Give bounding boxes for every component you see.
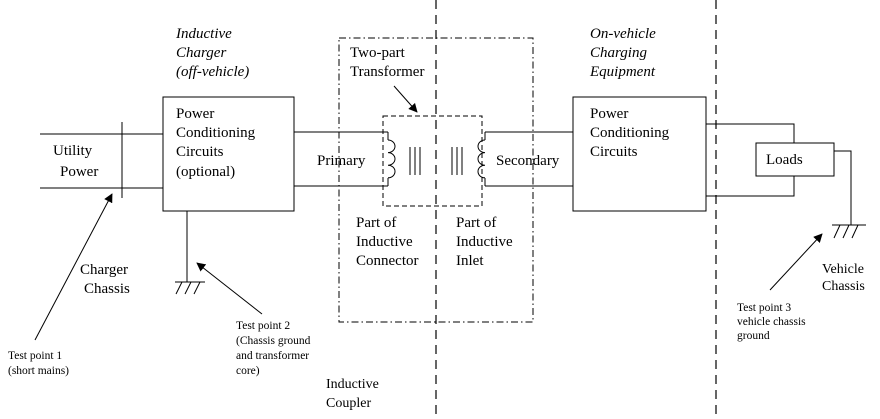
svg-text:Utility: Utility	[53, 143, 93, 159]
svg-text:Coupler: Coupler	[326, 396, 371, 411]
secondary-label: Secondary	[496, 153, 560, 169]
power-conditioning-left-box	[162, 96, 295, 212]
svg-text:On-vehicle: On-vehicle	[590, 26, 656, 42]
two-part-transformer-label: Two-part Transformer	[350, 45, 424, 80]
svg-text:Test point 1: Test point 1	[8, 350, 62, 362]
svg-text:core): core)	[236, 365, 260, 377]
svg-text:(short mains): (short mains)	[8, 365, 69, 377]
svg-text:Inductive: Inductive	[175, 26, 232, 42]
svg-text:(Chassis ground: (Chassis ground	[236, 335, 311, 347]
primary-core	[409, 147, 421, 175]
svg-text:Power: Power	[176, 106, 214, 122]
svg-text:Circuits: Circuits	[176, 144, 224, 160]
test-point-1-arrow	[34, 193, 113, 341]
svg-text:ground: ground	[737, 330, 770, 342]
part-of-inductive-connector-label: Part of Inductive Connector	[356, 215, 418, 269]
svg-text:Test point 2: Test point 2	[236, 320, 290, 332]
svg-text:Power: Power	[60, 164, 98, 180]
secondary-core	[451, 147, 463, 175]
load-wire-top	[706, 123, 795, 143]
svg-text:Circuits: Circuits	[590, 144, 638, 160]
charger-chassis-label: Charger Chassis	[80, 262, 130, 297]
svg-text:Chassis: Chassis	[84, 281, 130, 297]
svg-text:and transformer: and transformer	[236, 350, 309, 362]
svg-text:Vehicle: Vehicle	[822, 262, 864, 277]
svg-text:Inductive: Inductive	[326, 377, 379, 392]
on-vehicle-equipment-label: On-vehicle Charging Equipment	[589, 26, 656, 80]
svg-text:Transformer: Transformer	[350, 64, 424, 80]
svg-text:Conditioning: Conditioning	[176, 125, 256, 141]
test-point-2-label: Test point 2 (Chassis ground and transfo…	[236, 320, 311, 377]
transformer-arrow	[393, 85, 418, 113]
power-conditioning-left-label: Power Conditioning Circuits (optional)	[176, 106, 256, 180]
inductive-coupler-label: Inductive Coupler	[326, 377, 379, 411]
svg-text:(optional): (optional)	[176, 164, 235, 180]
svg-text:Equipment: Equipment	[589, 64, 656, 80]
secondary-coil	[477, 139, 486, 179]
test-point-3-label: Test point 3 vehicle chassis ground	[737, 302, 806, 342]
power-conditioning-right-box	[572, 96, 707, 212]
svg-text:Power: Power	[590, 106, 628, 122]
inductive-charger-label: Inductive Charger (off-vehicle)	[175, 26, 249, 80]
svg-text:Inlet: Inlet	[456, 253, 484, 269]
load-wire-bottom	[706, 176, 795, 197]
svg-text:vehicle chassis: vehicle chassis	[737, 316, 806, 328]
svg-text:Inductive: Inductive	[456, 234, 513, 250]
part-of-inductive-inlet-label: Part of Inductive Inlet	[456, 215, 513, 269]
inductive-coupler-box	[338, 37, 534, 323]
svg-text:Conditioning: Conditioning	[590, 125, 670, 141]
transformer-box	[382, 115, 483, 207]
svg-text:Charger: Charger	[80, 262, 128, 278]
svg-text:Test point 3: Test point 3	[737, 302, 791, 314]
power-conditioning-right-label: Power Conditioning Circuits	[590, 106, 670, 160]
svg-text:Two-part: Two-part	[350, 45, 406, 61]
svg-text:Part of: Part of	[356, 215, 396, 231]
svg-text:(off-vehicle): (off-vehicle)	[176, 64, 249, 80]
loads-box	[755, 142, 835, 177]
svg-text:Connector: Connector	[356, 253, 418, 269]
vehicle-ground-wire	[834, 150, 852, 225]
test-point-2-arrow	[196, 262, 263, 315]
svg-text:Part of: Part of	[456, 215, 496, 231]
svg-text:Charging: Charging	[590, 45, 647, 61]
primary-label: Primary	[317, 153, 366, 169]
test-point-1-label: Test point 1 (short mains)	[8, 350, 69, 377]
primary-coil	[387, 139, 396, 179]
svg-text:Chassis: Chassis	[822, 279, 865, 294]
vehicle-ground-symbol	[832, 224, 866, 239]
test-point-3-arrow	[769, 233, 823, 291]
charger-ground-symbol	[175, 281, 205, 295]
svg-text:Inductive: Inductive	[356, 234, 413, 250]
utility-power-label: Utility Power	[53, 143, 98, 180]
svg-text:Charger: Charger	[176, 45, 226, 61]
loads-label: Loads	[766, 152, 803, 168]
vehicle-chassis-label: Vehicle Chassis	[822, 262, 865, 294]
